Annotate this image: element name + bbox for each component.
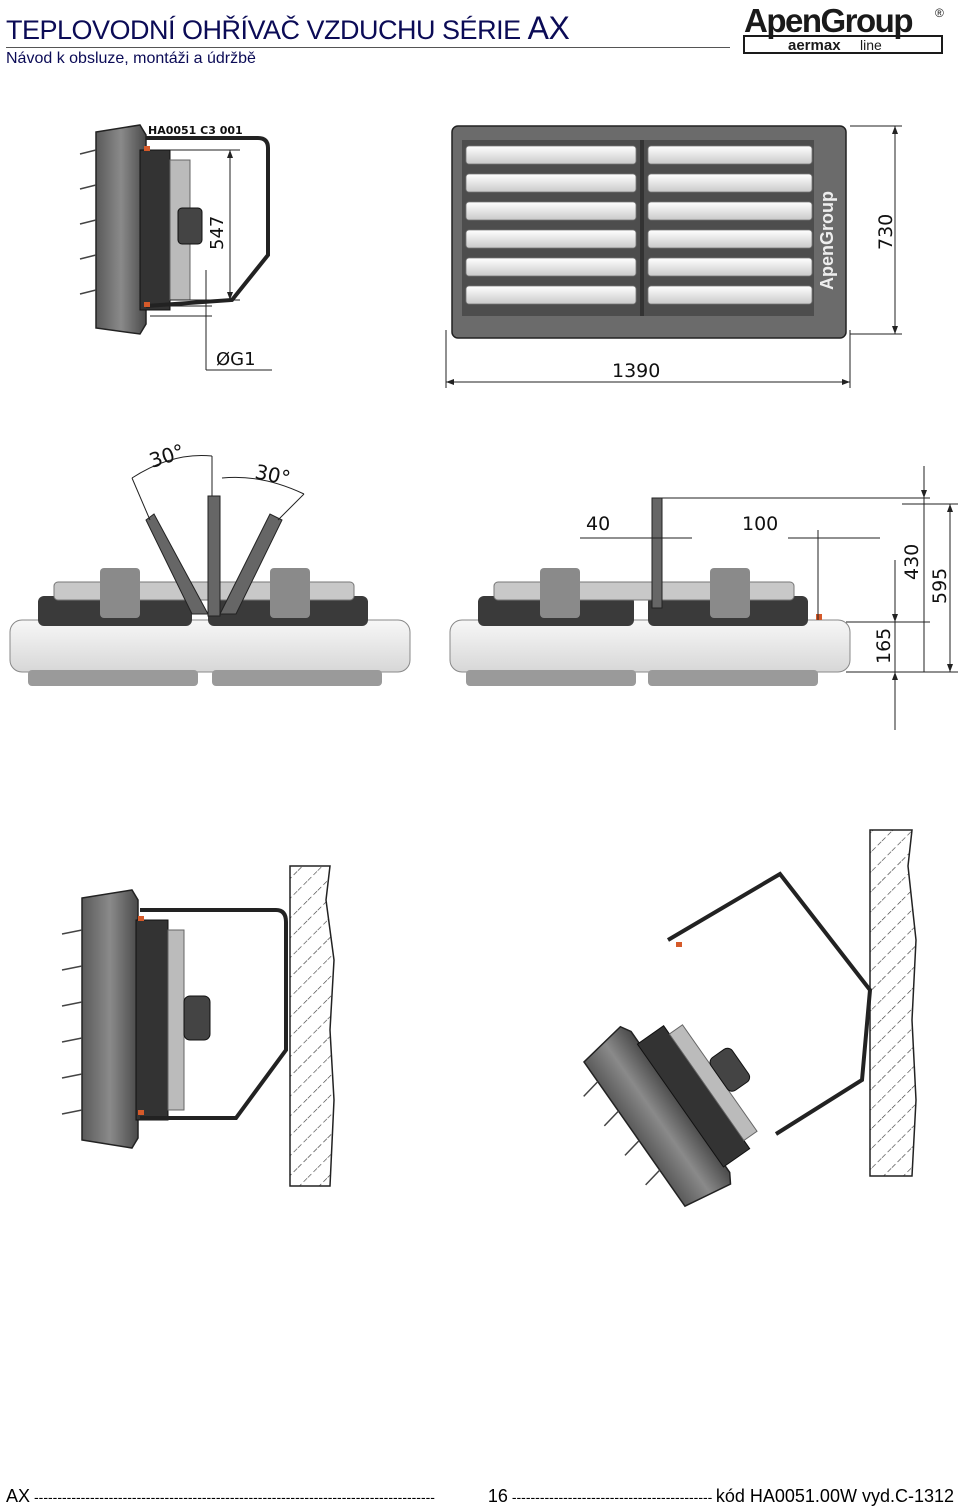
louver-angle-view: 30° 30° bbox=[9, 439, 411, 686]
dim-angle-right-label: 30° bbox=[253, 459, 293, 490]
footer-series: AX bbox=[6, 1486, 31, 1506]
dim-connection-label: ØG1 bbox=[216, 349, 256, 370]
title-series: AX bbox=[527, 10, 570, 46]
logo-line-light: line bbox=[860, 37, 882, 53]
dim-total-height-label: 595 bbox=[929, 568, 951, 604]
footer-dash-line: ----------------------------------------… bbox=[34, 1489, 435, 1505]
dim-angle-left-label: 30° bbox=[146, 439, 187, 473]
dim-bracket-spacing-label: 100 bbox=[742, 513, 778, 535]
dim-lower-height-label: 165 bbox=[873, 628, 895, 664]
dim-width-label: 1390 bbox=[612, 360, 660, 382]
unit-brand-label: ApenGroup bbox=[817, 191, 837, 290]
page-subtitle: Návod k obsluze, montáži a údržbě bbox=[6, 50, 256, 67]
dim-height-label: 730 bbox=[875, 214, 897, 250]
header-divider bbox=[6, 47, 730, 48]
front-view-unit: ApenGroup 1390 730 bbox=[445, 125, 902, 388]
page-number: 16 bbox=[487, 1486, 508, 1506]
dim-pipe-label: 547 bbox=[207, 216, 228, 250]
logo-registered-mark: ® bbox=[935, 6, 944, 20]
page-footer: AX -------------------------------------… bbox=[6, 1486, 954, 1507]
document-code: kód HA0051.00W vyd.C-1312 bbox=[715, 1486, 954, 1506]
bracket-dimension-view: 40 100 430 595 165 bbox=[449, 466, 958, 730]
logo-line-bold: aermax bbox=[788, 37, 841, 54]
apengroup-logo: ApenGroup ® aermax line bbox=[743, 2, 944, 54]
drawing-code: HA0051 C3 001 bbox=[148, 124, 243, 137]
wall-mount-straight-view bbox=[61, 865, 335, 1187]
page-title: TEPLOVODNÍ OHŘÍVAČ VZDUCHU SÉRIE AX bbox=[6, 10, 570, 47]
title-main: TEPLOVODNÍ OHŘÍVAČ VZDUCHU SÉRIE bbox=[6, 15, 521, 45]
wall-mount-tilted-view bbox=[583, 829, 917, 1208]
logo-brand-text: ApenGroup bbox=[744, 2, 912, 39]
dim-upper-height-label: 430 bbox=[901, 544, 923, 580]
footer-dash-line: ----------------------------------------… bbox=[511, 1489, 712, 1505]
dim-bracket-offset-label: 40 bbox=[586, 513, 610, 535]
side-view-unit: HA0051 C3 001 547 ØG1 bbox=[79, 124, 272, 371]
